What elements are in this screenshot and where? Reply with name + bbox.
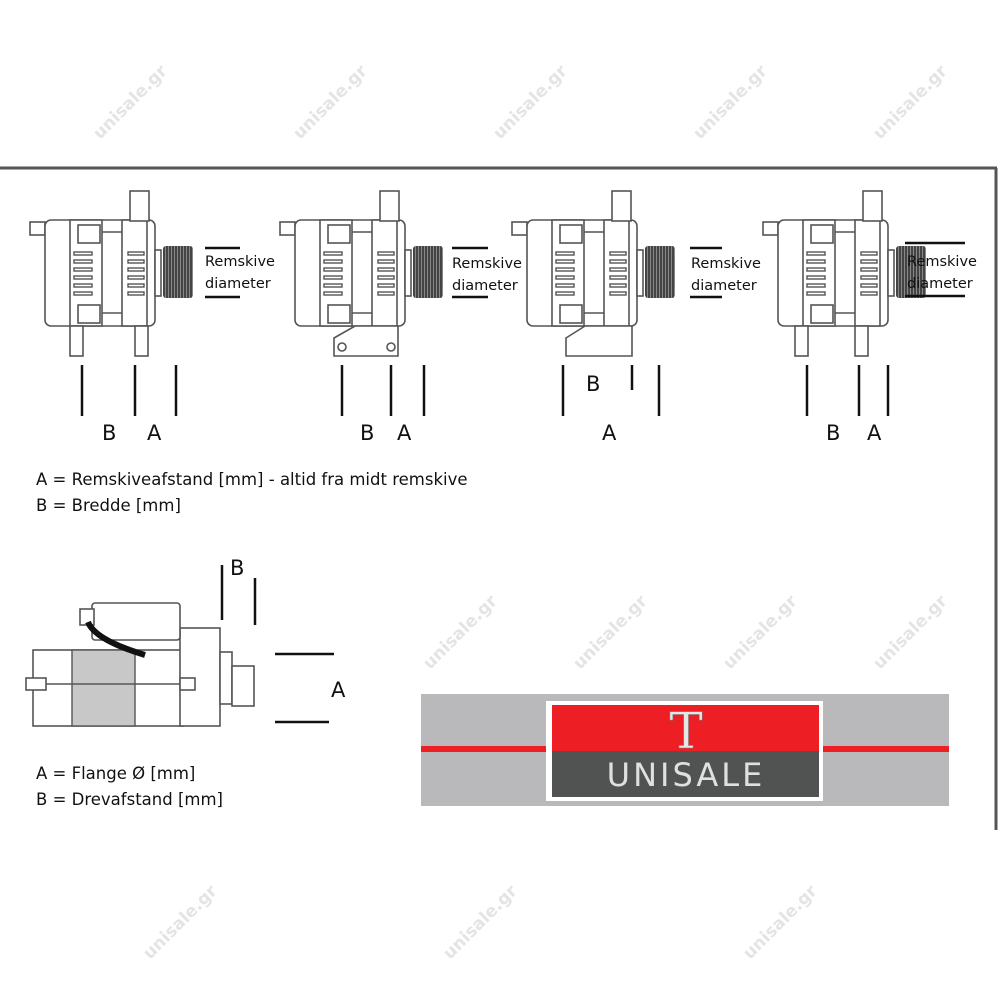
watermark: unisale.gr: [869, 61, 951, 143]
mount-bracket: [565, 325, 633, 357]
alternator-drawing: [29, 190, 194, 327]
unisale-logo: T UNISALE: [421, 694, 949, 806]
mount-foot: [69, 325, 84, 357]
pulley-label: Remskive: [691, 256, 761, 272]
watermark: unisale.gr: [289, 61, 371, 143]
watermark: unisale.gr: [719, 591, 801, 673]
logo-letter: T: [669, 702, 702, 760]
watermark: unisale.gr: [489, 61, 571, 143]
dimension-b-label: B: [360, 421, 374, 445]
watermark: unisale.gr: [439, 881, 521, 963]
watermark: unisale.gr: [419, 591, 501, 673]
watermark: unisale.gr: [139, 881, 221, 963]
watermarks: unisale.gr unisale.gr unisale.gr unisale…: [89, 61, 951, 963]
mount-foot: [794, 325, 809, 357]
legend-a: A = Remskiveafstand [mm] - altid fra mid…: [36, 470, 468, 489]
starter-legend-a: A = Flange Ø [mm]: [36, 764, 195, 783]
alternator-4: Remskive diameter B A: [762, 190, 977, 445]
pulley-label: diameter: [691, 278, 757, 294]
watermark: unisale.gr: [739, 881, 821, 963]
dimension-a-label: A: [147, 421, 162, 445]
legend-b: B = Bredde [mm]: [36, 496, 181, 515]
alternator-drawing: [511, 190, 676, 327]
watermark: unisale.gr: [869, 591, 951, 673]
watermark: unisale.gr: [569, 591, 651, 673]
dimension-b-label: B: [102, 421, 116, 445]
alternator-3: Remskive diameter B A: [511, 190, 761, 445]
dimension-a-label: A: [867, 421, 882, 445]
dimension-a-label: A: [602, 421, 617, 445]
logo-name: UNISALE: [607, 756, 766, 794]
alternator-drawing: [279, 190, 444, 327]
alternator-1: Remskive diameter B A: [29, 190, 275, 445]
watermark: unisale.gr: [689, 61, 771, 143]
mount-bracket: [333, 325, 399, 357]
pulley-label: Remskive: [452, 256, 522, 272]
watermark: unisale.gr: [89, 61, 171, 143]
alternator-drawing: [762, 190, 927, 327]
dimension-b-label: B: [586, 372, 600, 396]
pulley-label: Remskive: [907, 254, 977, 270]
pulley-label: diameter: [452, 278, 518, 294]
dimension-a-label: A: [397, 421, 412, 445]
starter-legend-b: B = Drevafstand [mm]: [36, 790, 223, 809]
dimension-a-label: A: [331, 678, 346, 702]
mount-foot: [134, 325, 149, 357]
starter-motor: B A: [25, 556, 346, 727]
mount-foot: [854, 325, 869, 357]
pulley-label: diameter: [205, 276, 271, 292]
pulley-label: diameter: [907, 276, 973, 292]
dimension-b-label: B: [826, 421, 840, 445]
pulley-label: Remskive: [205, 254, 275, 270]
dimension-b-label: B: [230, 556, 244, 580]
alternator-2: Remskive diameter B A: [279, 190, 522, 445]
